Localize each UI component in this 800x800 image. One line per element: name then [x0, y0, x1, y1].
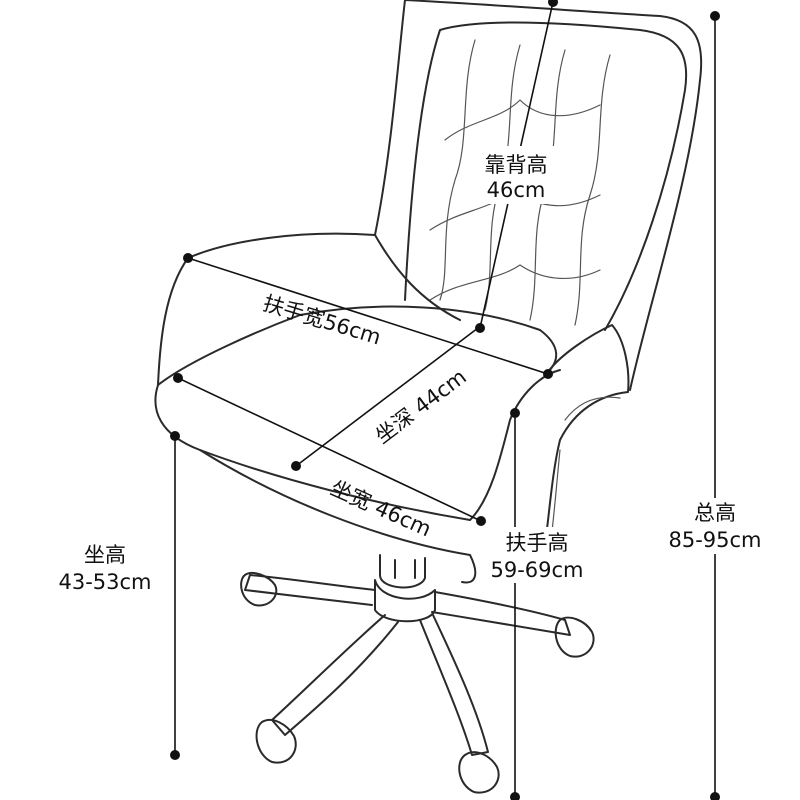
- armrest-width-label: 扶手宽56cm: [260, 291, 383, 350]
- dimension-labels: 靠背高 46cm 扶手宽56cm 坐深 44cm 坐宽 46cm 扶手高 59-…: [58, 146, 770, 594]
- seat-depth-label: 坐深 44cm: [371, 365, 471, 449]
- backrest-height-value: 46cm: [487, 178, 546, 202]
- total-height-value: 85-95cm: [668, 528, 761, 552]
- caster-wheels: [240, 572, 595, 794]
- base-leg-front-right: [419, 614, 489, 756]
- base-leg-left: [244, 574, 376, 606]
- total-height-label: 总高: [694, 501, 736, 525]
- gas-cylinder: [379, 554, 426, 589]
- armrest-height-label: 扶手高: [506, 531, 569, 555]
- base-leg-back: [394, 559, 416, 579]
- base-leg-right: [431, 591, 571, 636]
- right-armrest: [539, 324, 630, 576]
- seat-height-value: 43-53cm: [58, 570, 151, 594]
- office-chair-illustration: [154, 0, 703, 794]
- seat-width-label: 坐宽 46cm: [327, 476, 435, 542]
- backrest-outline: [374, 0, 703, 391]
- base-hub: [374, 579, 436, 623]
- base-leg-front-left: [271, 614, 399, 736]
- backrest-height-label: 靠背高: [485, 153, 548, 177]
- left-armrest: [157, 232, 461, 386]
- seat-height-label: 坐高: [84, 543, 126, 567]
- armrest-pad-front: [157, 314, 301, 386]
- seat-front-roll: [199, 449, 477, 584]
- backrest-cushion: [404, 21, 688, 331]
- armrest-height-value: 59-69cm: [490, 558, 583, 582]
